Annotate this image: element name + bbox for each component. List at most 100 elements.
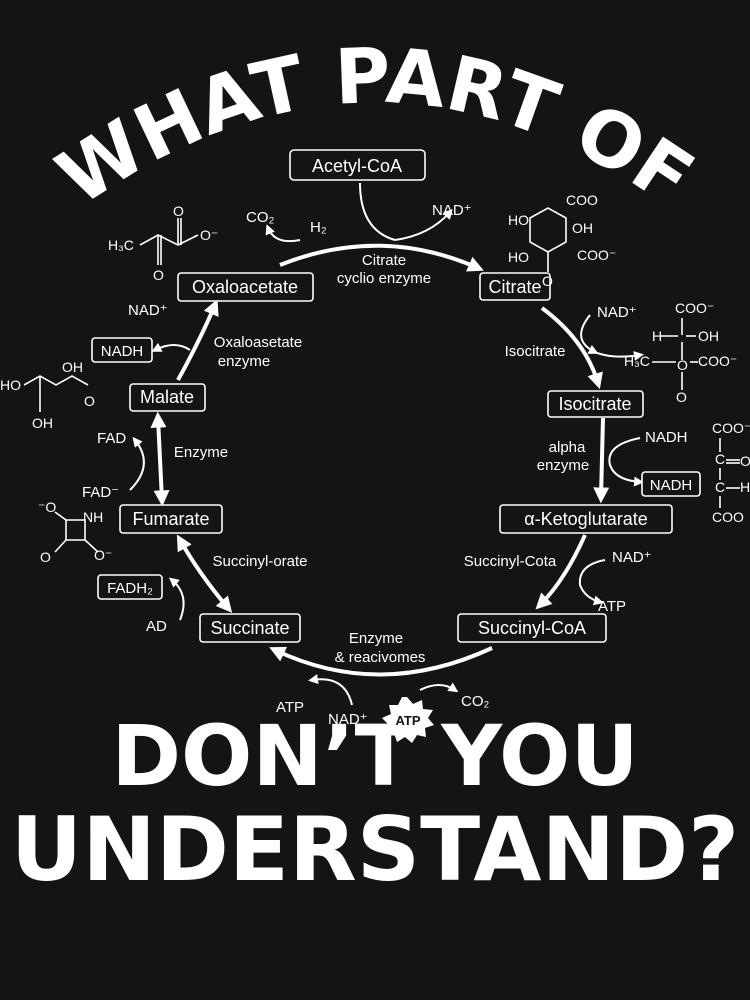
cofactor-arrows bbox=[129, 208, 644, 706]
enzyme-alpha-1: alpha bbox=[549, 439, 586, 456]
compound-malate: Malate bbox=[129, 383, 206, 412]
svg-text:O: O bbox=[153, 267, 164, 283]
enzyme-reacivomes-2: & reacivomes bbox=[335, 649, 426, 666]
cofactor-h2: H₂ bbox=[310, 219, 327, 236]
cofactor-nad-citrate: NAD⁺ bbox=[597, 304, 637, 321]
svg-text:FADH₂: FADH₂ bbox=[107, 580, 153, 597]
structure-oxaloacetate-precursor: H₃C O O O⁻ bbox=[108, 203, 218, 283]
svg-text:H: H bbox=[652, 328, 662, 344]
arrow-atp-bottom bbox=[308, 674, 353, 706]
arrow-citrate-to-isocitrate bbox=[540, 306, 603, 390]
cofactor-fad-minus: FAD⁻ bbox=[82, 484, 119, 501]
cofactor-co2-top: CO₂ bbox=[246, 209, 275, 226]
compound-fumarate: Fumarate bbox=[119, 504, 223, 534]
svg-text:H₃C: H₃C bbox=[108, 237, 134, 253]
svg-text:H: H bbox=[740, 479, 750, 495]
cofactor-nadh-right: NADH bbox=[645, 429, 688, 446]
enzyme-citrate-1: Citrate bbox=[362, 252, 406, 269]
svg-text:NH: NH bbox=[83, 509, 103, 525]
cofactor-nadh-right-box: NADH bbox=[641, 471, 701, 497]
arrow-co2-top bbox=[265, 224, 301, 243]
svg-text:Oxaloacetate: Oxaloacetate bbox=[192, 277, 298, 297]
compound-succinate: Succinate bbox=[199, 613, 301, 643]
arrow-nadh-left bbox=[151, 342, 191, 352]
cofactor-nad-left: NAD⁺ bbox=[128, 302, 168, 319]
compound-citrate: Citrate bbox=[479, 272, 551, 301]
svg-text:NADH: NADH bbox=[650, 477, 693, 494]
svg-text:O: O bbox=[740, 453, 750, 469]
compound-isocitrate: Isocitrate bbox=[547, 390, 644, 418]
svg-text:COO: COO bbox=[712, 509, 744, 525]
svg-text:NADH: NADH bbox=[101, 343, 144, 360]
svg-text:COO: COO bbox=[566, 192, 598, 208]
svg-text:O⁻: O⁻ bbox=[200, 227, 218, 243]
arrow-to-isocitrate-struct bbox=[589, 349, 644, 361]
arrow-co2-bottom bbox=[419, 682, 459, 693]
arrow-fadh2 bbox=[168, 577, 185, 621]
cofactor-fad: FAD bbox=[97, 430, 126, 447]
arrow-ketoglutarate-to-succinylcoa bbox=[535, 534, 587, 610]
arrow-oxaloacetate-to-citrate bbox=[279, 243, 484, 272]
atp-badge: ATP bbox=[382, 697, 434, 743]
svg-text:C: C bbox=[715, 451, 725, 467]
svg-text:Malate: Malate bbox=[140, 387, 194, 407]
cofactor-co2-bottom: CO₂ bbox=[461, 693, 490, 710]
svg-text:C: C bbox=[715, 479, 725, 495]
svg-text:HO: HO bbox=[0, 377, 21, 393]
arrow-nad-top bbox=[394, 208, 453, 241]
enzyme-oxalo-2: enzyme bbox=[218, 353, 271, 370]
arrow-isocitrate-to-ketoglutarate bbox=[593, 417, 610, 504]
svg-text:OH: OH bbox=[698, 328, 719, 344]
arrow-acetyl-feed bbox=[359, 182, 396, 241]
svg-text:OH: OH bbox=[62, 359, 83, 375]
cofactor-fadh2-box: FADH₂ bbox=[97, 574, 163, 600]
svg-text:Isocitrate: Isocitrate bbox=[558, 394, 631, 414]
svg-text:Fumarate: Fumarate bbox=[132, 509, 209, 529]
cofactor-atp-bottom: ATP bbox=[276, 699, 304, 716]
svg-text:O: O bbox=[676, 389, 687, 405]
structure-fumarate: ⁻O NH O⁻ O bbox=[38, 499, 112, 565]
enzyme-fad: Enzyme bbox=[174, 444, 228, 461]
cofactor-ad: AD bbox=[146, 618, 167, 635]
svg-text:H₃C: H₃C bbox=[624, 353, 650, 369]
enzyme-oxalo-1: Oxaloasetate bbox=[214, 334, 302, 351]
structure-citrate: HO COO OH COO⁻ HO O bbox=[508, 192, 616, 289]
cycle-arrows bbox=[150, 182, 610, 677]
svg-text:HO: HO bbox=[508, 249, 529, 265]
arrow-succinylcoa-to-succinate bbox=[269, 646, 493, 677]
svg-text:O: O bbox=[542, 273, 553, 289]
compound-ketoglutarate: α-Ketoglutarate bbox=[499, 504, 673, 534]
enzyme-citrate-2: cyclio enzyme bbox=[337, 270, 431, 287]
arrow-succinate-fumarate bbox=[176, 534, 233, 613]
svg-text:⁻O: ⁻O bbox=[38, 499, 56, 515]
headline-bottom-line1: DON’T YOU bbox=[111, 707, 638, 805]
svg-text:α-Ketoglutarate: α-Ketoglutarate bbox=[524, 509, 647, 529]
enzyme-succinyl-orate: Succinyl-orate bbox=[212, 553, 307, 570]
structure-isocitrate: COO⁻ H OH H₃C O COO⁻ O bbox=[624, 300, 737, 405]
cofactor-nad-succinyl: NAD⁺ bbox=[612, 549, 652, 566]
svg-text:OH: OH bbox=[572, 220, 593, 236]
cofactor-nadh-left-box: NADH bbox=[91, 337, 153, 363]
compound-oxaloacetate: Oxaloacetate bbox=[177, 272, 314, 302]
cofactor-nad-top: NAD⁺ bbox=[432, 202, 472, 219]
svg-text:Succinate: Succinate bbox=[210, 618, 289, 638]
svg-text:O: O bbox=[84, 393, 95, 409]
svg-text:COO⁻: COO⁻ bbox=[698, 353, 737, 369]
enzyme-alpha-2: enzyme bbox=[537, 457, 590, 474]
arrow-fumarate-malate bbox=[150, 411, 170, 507]
svg-text:HO: HO bbox=[508, 212, 529, 228]
cofactor-atp-succinyl: ATP bbox=[598, 598, 626, 615]
svg-text:Succinyl-CoA: Succinyl-CoA bbox=[478, 618, 586, 638]
arrow-succinyl-nad bbox=[578, 559, 606, 606]
svg-text:ATP: ATP bbox=[395, 713, 420, 728]
compound-acetyl-coa: Acetyl-CoA bbox=[289, 149, 426, 181]
structure-ketoglutarate: COO⁻ C O C H COO bbox=[712, 420, 750, 525]
svg-text:O: O bbox=[40, 549, 51, 565]
svg-text:Acetyl-CoA: Acetyl-CoA bbox=[312, 156, 402, 176]
enzyme-isocitrate: Isocitrate bbox=[505, 343, 566, 360]
arrow-malate-to-oxaloacetate bbox=[176, 299, 219, 381]
compound-succinyl-coa: Succinyl-CoA bbox=[457, 613, 607, 643]
svg-text:O: O bbox=[677, 357, 688, 373]
enzyme-succinyl-cota: Succinyl-Cota bbox=[464, 553, 557, 570]
